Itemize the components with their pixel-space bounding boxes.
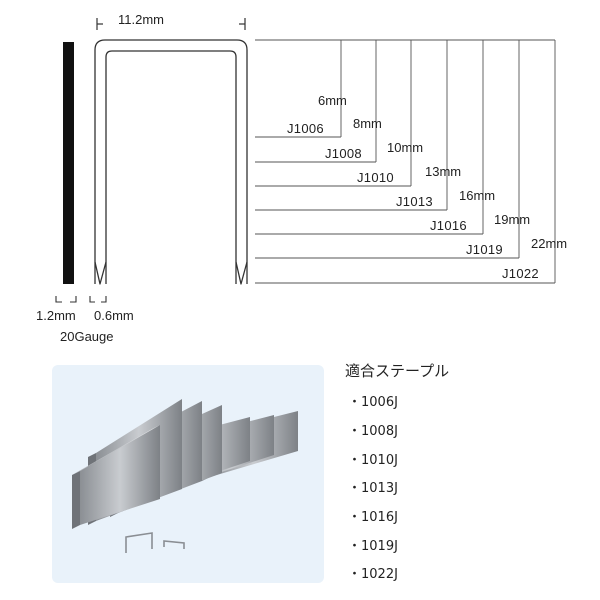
compatible-item-1016j: ・1016J: [348, 510, 398, 525]
leg-length-leaders: [255, 39, 556, 284]
leg-length-10mm: 10mm: [387, 140, 424, 155]
wire-width-label: 0.6mm: [94, 308, 134, 323]
leg-length-8mm: 8mm: [353, 116, 382, 131]
staple-strip-6mm: [72, 425, 160, 529]
width-label: 11.2mm: [118, 12, 164, 27]
compatible-item-1006j: ・1006J: [348, 395, 398, 410]
code-j1019: J1019: [466, 242, 503, 257]
leg-length-6mm: 6mm: [318, 93, 347, 108]
compatible-item-1008j: ・1008J: [348, 424, 398, 439]
gauge-label: 20Gauge: [60, 329, 114, 344]
wire-thickness-label: 1.2mm: [36, 308, 76, 323]
code-j1016: J1016: [430, 218, 467, 233]
compatible-item-1010j: ・1010J: [348, 453, 398, 468]
staple-diagram: [55, 18, 556, 303]
compatible-item-1022j: ・1022J: [348, 567, 398, 582]
code-j1006: J1006: [287, 121, 324, 136]
code-j1013: J1013: [396, 194, 433, 209]
code-j1010: J1010: [357, 170, 394, 185]
leg-length-16mm: 16mm: [459, 188, 496, 203]
leg-length-13mm: 13mm: [425, 164, 462, 179]
leg-length-22mm: 22mm: [531, 236, 568, 251]
code-j1022: J1022: [502, 266, 539, 281]
code-j1008: J1008: [325, 146, 362, 161]
loose-staples: [125, 532, 185, 553]
compatible-item-1013j: ・1013J: [348, 481, 398, 496]
width-dimension: [96, 18, 246, 30]
leg-length-19mm: 19mm: [494, 212, 531, 227]
product-photo: [52, 365, 324, 583]
compatible-item-1019j: ・1019J: [348, 539, 398, 554]
wire-thickness-bar: [63, 42, 74, 284]
compatible-staples-title: 適合ステープル: [345, 363, 450, 380]
staple-outline: [94, 39, 248, 285]
gauge-ticks: [55, 296, 107, 303]
staple-strips-illustration: [72, 399, 298, 553]
